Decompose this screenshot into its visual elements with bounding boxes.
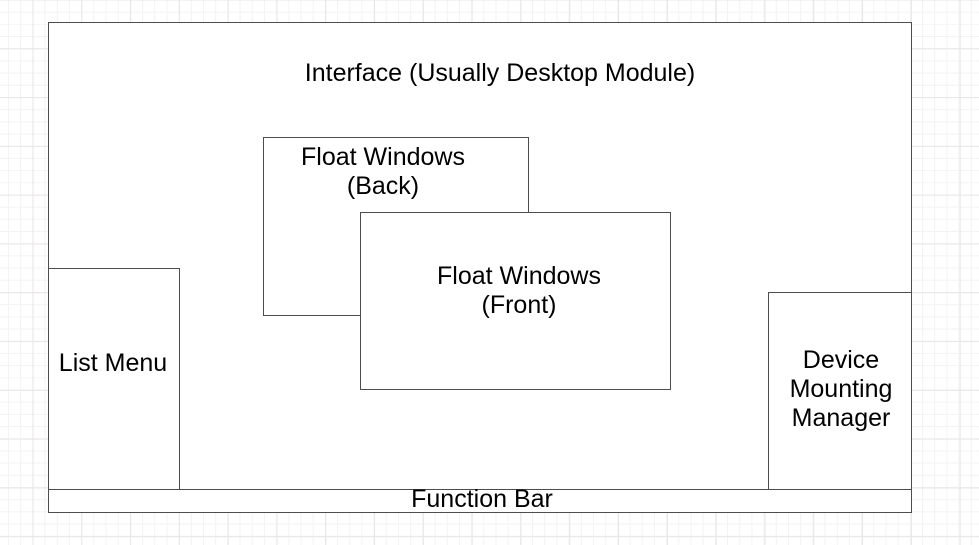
list-menu-box[interactable]: [48, 268, 180, 490]
float-windows-front-box[interactable]: [360, 212, 671, 390]
function-bar-box[interactable]: [48, 489, 912, 513]
device-mounting-manager-box[interactable]: [768, 292, 912, 490]
